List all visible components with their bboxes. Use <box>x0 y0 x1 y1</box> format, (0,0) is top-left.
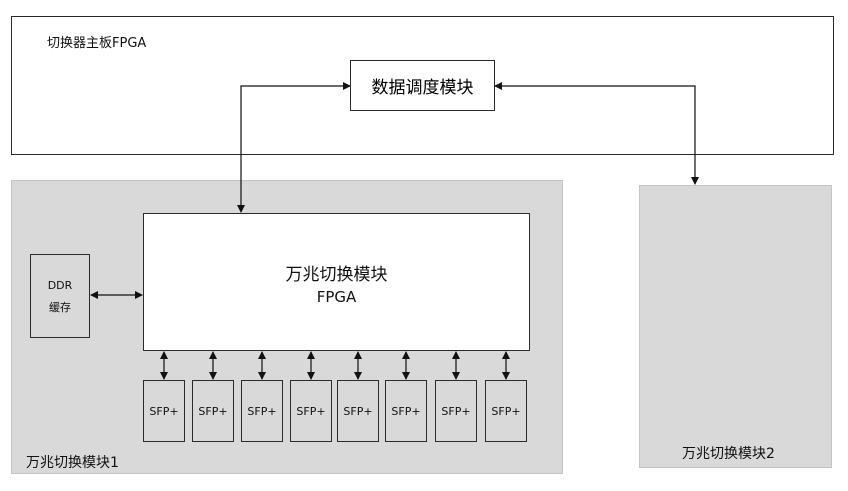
sfp-port: SFP+ <box>385 380 427 442</box>
data-scheduler-label: 数据调度模块 <box>371 78 474 98</box>
sfp-port: SFP+ <box>143 380 185 442</box>
ddr-label: DDR <box>47 279 73 292</box>
switch-module-fpga-title: 万兆切换模块 <box>285 265 388 285</box>
switch-module-fpga-subtitle: FPGA <box>316 288 357 306</box>
cache-label: 缓存 <box>49 301 71 314</box>
switch-module-1-label: 万兆切换模块1 <box>26 455 119 471</box>
sfp-port: SFP+ <box>485 380 527 442</box>
sfp-port: SFP+ <box>241 380 283 442</box>
arrow-scheduler-to-module-2 <box>494 82 699 185</box>
arrow-scheduler-to-fpga <box>237 82 351 213</box>
main-board-label: 切换器主板FPGA <box>47 36 147 51</box>
switch-module-2 <box>639 185 832 468</box>
sfp-port: SFP+ <box>337 380 379 442</box>
ddr-cache: DDR 缓存 <box>30 254 90 338</box>
switch-module-fpga: 万兆切换模块 FPGA <box>143 213 530 351</box>
sfp-port: SFP+ <box>435 380 477 442</box>
sfp-port: SFP+ <box>290 380 332 442</box>
switch-module-2-label: 万兆切换模块2 <box>682 446 775 462</box>
sfp-port: SFP+ <box>192 380 234 442</box>
